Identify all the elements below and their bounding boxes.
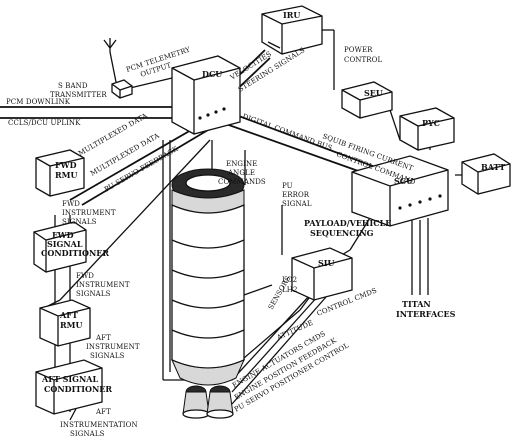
svg-text:INSTRUMENT: INSTRUMENT [62,209,116,217]
svg-text:AFT: AFT [95,408,111,416]
svg-text:AFT SIGNAL: AFT SIGNAL [41,374,98,384]
iru-label: IRU [283,10,300,20]
svg-text:INSTRUMENT: INSTRUMENT [76,281,130,289]
svg-text:CONDITIONER: CONDITIONER [44,384,112,394]
svg-text:INTERFACES: INTERFACES [396,309,456,319]
svg-text:INSTRUMENTATION: INSTRUMENTATION [60,421,138,429]
svg-text:SIGNALS: SIGNALS [62,218,97,226]
pu-servo-feedback-label: PU SERVO FEEDBACK [103,145,180,194]
iru-box: IRU [261,5,323,55]
dcu-box: DCU [171,55,241,135]
svg-text:TITAN: TITAN [402,299,431,309]
svg-text:ANGLE: ANGLE [227,169,255,177]
siu-label: SIU [318,258,335,268]
fwd-rmu-label-2: RMU [55,170,78,180]
svg-text:SIGNALS: SIGNALS [90,352,125,360]
svg-text:FWD: FWD [62,200,80,208]
seu-box: SEU [341,81,393,119]
svg-text:PU: PU [282,182,293,190]
aft-signal-conditioner-box: AFT SIGNAL CONDITIONER [35,359,112,415]
ccls-dcu-uplink-label: CCLS/DCU UPLINK [8,119,81,127]
svg-text:SIGNAL: SIGNAL [47,239,83,249]
svg-text:POWER: POWER [344,46,373,54]
siu-box: SIU [291,247,353,301]
svg-text:SIGNALS: SIGNALS [70,430,105,438]
centaur-stage [171,168,245,419]
fwd-rmu-label-1: FWD [55,160,77,170]
scu-box: SCU [351,155,449,227]
svg-text:TRANSMITTER: TRANSMITTER [50,91,107,99]
svg-text:FWD: FWD [52,230,74,240]
batt-box: BATT [461,153,511,195]
svg-text:CONDITIONER: CONDITIONER [41,248,109,258]
aft-rmu-box: AFT RMU [39,299,91,347]
pyc-box: PYC [399,107,455,151]
svg-text:RMU: RMU [60,320,83,330]
batt-label: BATT [481,162,505,172]
lh2-label: LH2 [282,286,298,294]
svg-text:SIGNAL: SIGNAL [282,200,312,208]
pyc-label: PYC [422,118,440,128]
svg-text:CONTROL: CONTROL [344,56,382,64]
svg-text:ENGINE: ENGINE [226,160,257,168]
svg-text:ERROR: ERROR [282,191,310,199]
fwd-signal-conditioner-box: FWD SIGNAL CONDITIONER [33,221,109,273]
svg-text:INSTRUMENT: INSTRUMENT [86,343,140,351]
seu-label: SEU [364,88,383,98]
antenna-icon [103,38,117,52]
lo2-label: LO2 [282,276,297,284]
scu-label: SCU [394,176,413,186]
dcu-label: DCU [202,69,222,79]
svg-text:FWD: FWD [76,272,94,280]
pcm-downlink-label: PCM DOWNLINK [6,98,71,106]
svg-text:SIGNALS: SIGNALS [76,290,111,298]
engine-position-feedback-label: ENGINE POSITION FEEDBACK [233,336,338,401]
svg-text:SEQUENCING: SEQUENCING [310,228,374,238]
svg-text:PAYLOAD/VEHICLE: PAYLOAD/VEHICLE [304,218,391,228]
s-band-transmitter-label: S BAND [58,82,88,90]
fwd-rmu-box: FWD RMU [35,149,85,197]
svg-text:AFT: AFT [95,334,111,342]
s-band-transmitter [111,79,133,99]
svg-text:COMMANDS: COMMANDS [218,178,266,186]
svg-text:AFT: AFT [59,310,78,320]
